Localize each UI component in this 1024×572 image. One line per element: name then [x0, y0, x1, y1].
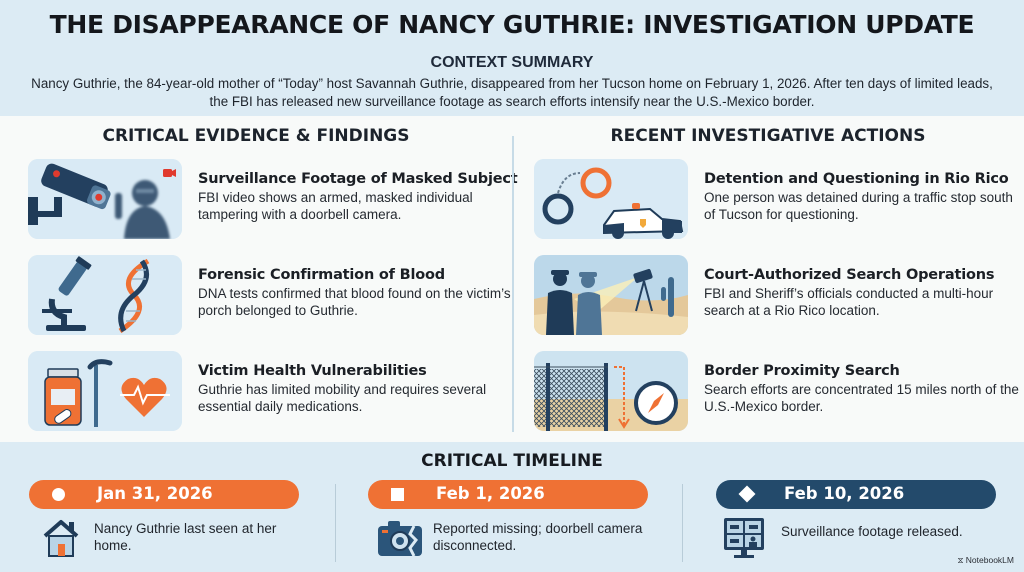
evidence-card: Victim Health Vulnerabilities Guthrie ha…	[28, 351, 508, 433]
event-description: Reported missing; doorbell camera discon…	[433, 521, 643, 553]
page-title: THE DISAPPEARANCE OF NANCY GUTHRIE: INVE…	[49, 10, 975, 39]
square-marker-icon	[391, 488, 404, 501]
microscope-dna-icon	[28, 255, 182, 335]
card-title: Forensic Confirmation of Blood	[198, 267, 445, 283]
brand-label: NotebookLM	[965, 555, 1014, 565]
evidence-card: Forensic Confirmation of Blood DNA tests…	[28, 255, 511, 337]
broken-camera-icon	[378, 521, 422, 557]
findings-panel: CRITICAL EVIDENCE & FINDINGS	[0, 116, 1024, 442]
house-icon	[43, 520, 79, 557]
handcuffs-police-car-icon	[534, 159, 688, 239]
event-date: Feb 10, 2026	[784, 484, 905, 503]
medication-cane-heart-icon	[28, 351, 182, 431]
evidence-column: CRITICAL EVIDENCE & FINDINGS	[0, 116, 518, 442]
timeline-event: Jan 31, 2026 Nancy Guthrie last seen at …	[29, 480, 329, 570]
action-card: Border Proximity Search Search efforts a…	[534, 351, 1019, 433]
actions-heading: RECENT INVESTIGATIVE ACTIONS	[610, 126, 926, 146]
card-description: FBI and Sheriff’s officials conducted a …	[704, 286, 994, 318]
timeline-event: Feb 10, 2026 Surveillance footage releas…	[716, 480, 1016, 570]
date-pill: Feb 1, 2026	[368, 480, 648, 509]
card-description: FBI video shows an armed, masked individ…	[198, 190, 473, 222]
diamond-marker-icon	[738, 485, 756, 503]
card-title: Detention and Questioning in Rio Rico	[704, 171, 1009, 187]
date-pill: Jan 31, 2026	[29, 480, 299, 509]
action-card: Court-Authorized Search Operations FBI a…	[534, 255, 1014, 337]
event-description: Surveillance footage released.	[781, 524, 963, 539]
actions-column: RECENT INVESTIGATIVE ACTIONS Detentio	[512, 116, 1024, 442]
card-title: Surveillance Footage of Masked Subject	[198, 171, 518, 187]
evidence-heading: CRITICAL EVIDENCE & FINDINGS	[102, 126, 410, 146]
event-date: Jan 31, 2026	[97, 484, 213, 503]
card-description: DNA tests confirmed that blood found on …	[198, 286, 511, 318]
notebooklm-logo-icon: ⧖	[957, 555, 966, 565]
card-description: Search efforts are concentrated 15 miles…	[704, 382, 1019, 414]
header: THE DISAPPEARANCE OF NANCY GUTHRIE: INVE…	[0, 0, 1024, 116]
notebooklm-watermark: ⧖ NotebookLM	[957, 555, 1014, 566]
context-summary-text: Nancy Guthrie, the 84-year-old mother of…	[31, 76, 993, 109]
action-card: Detention and Questioning in Rio Rico On…	[534, 159, 1014, 241]
cctv-monitor-icon	[724, 518, 764, 558]
event-date: Feb 1, 2026	[436, 484, 545, 503]
timeline-section: CRITICAL TIMELINE Jan 31, 2026 Nancy Gut…	[0, 442, 1024, 572]
timeline-heading: CRITICAL TIMELINE	[421, 451, 603, 471]
date-pill: Feb 10, 2026	[716, 480, 996, 509]
timeline-divider	[335, 484, 336, 562]
security-camera-masked-figure-icon	[28, 159, 182, 239]
context-summary-heading: CONTEXT SUMMARY	[430, 54, 594, 71]
evidence-card: Surveillance Footage of Masked Subject F…	[28, 159, 518, 241]
event-description: Nancy Guthrie last seen at her home.	[94, 521, 277, 553]
circle-marker-icon	[52, 488, 65, 501]
border-fence-compass-icon	[534, 351, 688, 431]
timeline-divider	[682, 484, 683, 562]
card-title: Border Proximity Search	[704, 363, 900, 379]
card-description: Guthrie has limited mobility and require…	[198, 382, 487, 414]
card-title: Court-Authorized Search Operations	[704, 267, 995, 283]
card-description: One person was detained during a traffic…	[704, 190, 1013, 222]
column-divider	[512, 136, 514, 432]
card-title: Victim Health Vulnerabilities	[198, 363, 427, 379]
officers-searchlight-desert-icon	[534, 255, 688, 335]
timeline-event: Feb 1, 2026 Reported missing; doorbell c…	[368, 480, 668, 570]
